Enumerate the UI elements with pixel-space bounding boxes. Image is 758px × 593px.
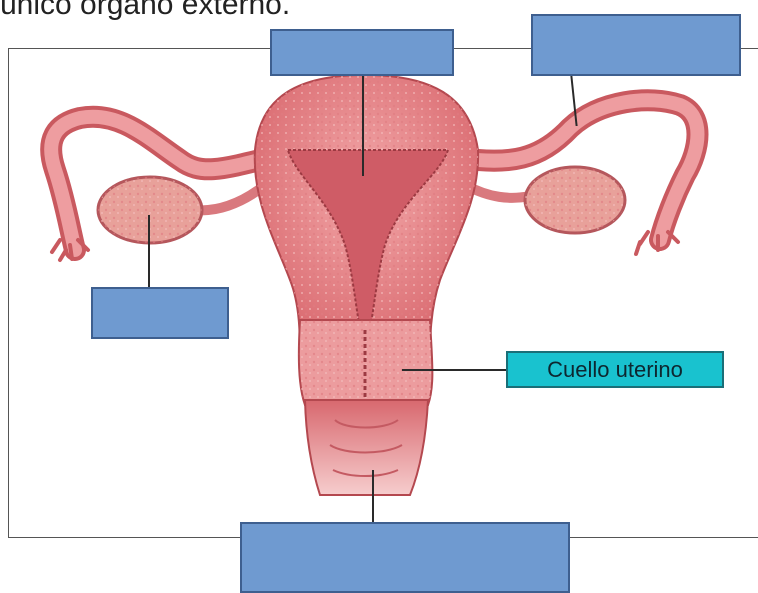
left-ovary [98,177,202,243]
vagina [305,400,428,495]
right-ovary [525,167,625,233]
label-box-cervix[interactable]: Cuello uterino [506,351,724,388]
label-text-cervix: Cuello uterino [547,357,683,383]
label-box-top-center[interactable] [270,29,454,76]
leader-line-left-middle [148,215,150,290]
label-box-left-middle[interactable] [91,287,229,339]
leader-line-bottom-center [372,470,374,522]
left-ovarian-ligament [195,185,265,210]
label-box-top-right[interactable] [531,14,741,76]
cervix [299,320,433,405]
leader-line-right-middle [402,369,507,371]
label-box-bottom-center[interactable] [240,522,570,593]
leader-line-top-center [362,76,364,176]
